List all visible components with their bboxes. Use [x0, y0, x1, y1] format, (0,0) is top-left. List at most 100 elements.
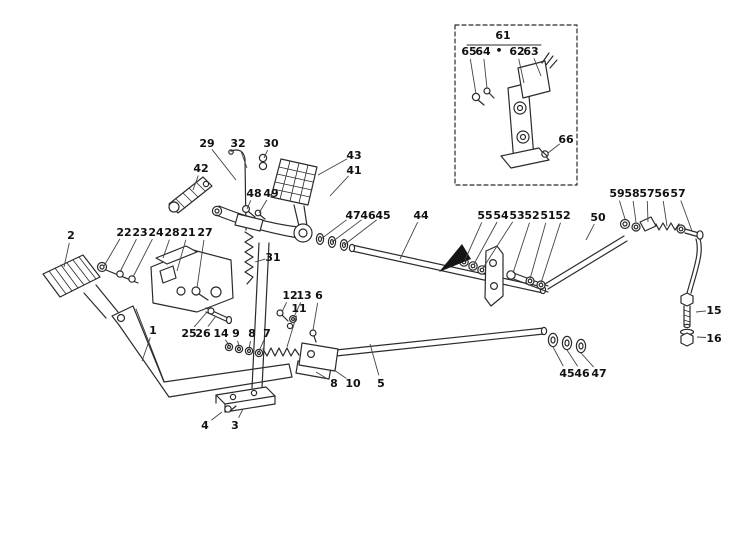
part-label-56: 56 — [654, 187, 670, 200]
leader-line-22 — [103, 238, 121, 267]
support-bracket — [484, 245, 504, 307]
part-label-50: 50 — [590, 211, 606, 224]
leader-line-21 — [176, 239, 187, 272]
brake-rod-part-5 — [335, 326, 548, 357]
part-label-59: 59 — [609, 187, 624, 200]
leader-line-12 — [281, 302, 288, 313]
leader-line-55 — [464, 222, 483, 261]
block-part-10-plate-8 — [295, 329, 339, 380]
part-label-14: 14 — [213, 327, 229, 340]
leader-line-46 — [566, 349, 578, 367]
leader-line-51 — [529, 222, 547, 280]
leader-line-13 — [293, 302, 302, 318]
leader-line-49 — [258, 199, 268, 214]
bolt-part-15 — [680, 292, 694, 329]
part-label-13: 13 — [296, 289, 311, 302]
direction-arrow — [439, 244, 471, 272]
leader-line-50 — [585, 223, 595, 241]
part-label-41: 41 — [346, 164, 361, 177]
part-label-1: 1 — [149, 324, 157, 337]
leader-line-7 — [258, 340, 265, 352]
leader-line-26 — [207, 315, 217, 327]
leader-line-47 — [320, 219, 347, 240]
screws-12-13 — [276, 309, 298, 330]
screw-66 — [541, 150, 549, 158]
part-label-2: 2 — [67, 229, 75, 242]
part-label-12: 12 — [282, 289, 297, 302]
part-label-46: 46 — [574, 367, 590, 380]
part-label-54: 54 — [493, 209, 509, 222]
part-label-26: 26 — [195, 327, 211, 340]
leader-line-48 — [246, 200, 252, 210]
bolt-set-22-23-24 — [96, 261, 139, 284]
bolt-part-6 — [309, 329, 317, 337]
mount-bracket-part-21 — [150, 245, 234, 313]
part-label-51: 51 — [540, 209, 555, 222]
pedal-pad-part-43 — [270, 158, 318, 227]
spring-part-31 — [244, 231, 254, 285]
part-label-15: 15 — [706, 304, 721, 317]
part-label-8: 8 — [330, 377, 338, 390]
leader-line-27 — [196, 239, 205, 289]
pedal-pad-part-2 — [42, 254, 119, 319]
leader-line-28 — [162, 239, 170, 259]
clutch-arm-part-42 — [168, 176, 213, 214]
part-label-•: • — [495, 44, 502, 57]
part-label-22: 22 — [116, 226, 131, 239]
part-label-48: 48 — [246, 187, 261, 200]
part-label-52: 52 — [524, 209, 539, 222]
leader-line-45 — [552, 346, 564, 367]
part-label-3: 3 — [231, 419, 239, 432]
part-label-47: 47 — [345, 209, 360, 222]
part-label-42: 42 — [193, 162, 208, 175]
part-label-53: 53 — [509, 209, 524, 222]
part-label-30: 30 — [263, 137, 279, 150]
spring-part-11 — [262, 347, 300, 357]
part-label-43: 43 — [346, 149, 361, 162]
part-label-24: 24 — [148, 226, 164, 239]
leader-line-30 — [263, 150, 269, 159]
leader-line-10 — [333, 369, 347, 379]
leader-line-64 — [483, 58, 488, 89]
part-label-64: 64 — [475, 45, 491, 58]
part-label-45: 45 — [375, 209, 390, 222]
leader-line-11 — [286, 315, 298, 348]
part-label-11: 11 — [291, 302, 306, 315]
leader-line-23 — [119, 238, 137, 273]
part-label-47: 47 — [591, 367, 606, 380]
part-label-52: 52 — [555, 209, 570, 222]
inset-box — [454, 24, 578, 186]
part-label-25: 25 — [181, 327, 196, 340]
top-plate-part-28 — [155, 245, 198, 265]
washers-7-8-9-14 — [224, 342, 264, 358]
switch-bracket — [507, 82, 535, 164]
bushing-part-30 — [258, 153, 268, 171]
leader-line-31 — [254, 258, 266, 263]
part-label-27: 27 — [197, 226, 212, 239]
leader-line-52 — [540, 222, 561, 284]
leader-line-57 — [646, 200, 649, 223]
micro-switch — [517, 52, 558, 99]
part-label-66: 66 — [558, 133, 574, 146]
screw-part-4 — [224, 405, 237, 413]
part-label-10: 10 — [345, 377, 361, 390]
leader-line-43 — [317, 158, 348, 176]
leader-line-16 — [696, 336, 707, 338]
part-label-4: 4 — [201, 419, 209, 432]
leader-line-5 — [369, 343, 380, 376]
part-label-61: 61 — [495, 29, 510, 42]
leader-line-14 — [225, 339, 230, 346]
leader-line-2 — [63, 242, 70, 268]
link-plate-48-49 — [234, 205, 266, 232]
leader-line-42 — [192, 175, 199, 191]
leader-line-66 — [547, 143, 560, 154]
part-label-9: 9 — [232, 327, 240, 340]
part-label-7: 7 — [263, 327, 271, 340]
leader-line-32 — [240, 150, 248, 169]
pivot-joint — [211, 205, 223, 217]
leader-line-8 — [315, 371, 328, 380]
part-label-65: 65 — [461, 45, 476, 58]
part-label-6: 6 — [315, 289, 323, 302]
